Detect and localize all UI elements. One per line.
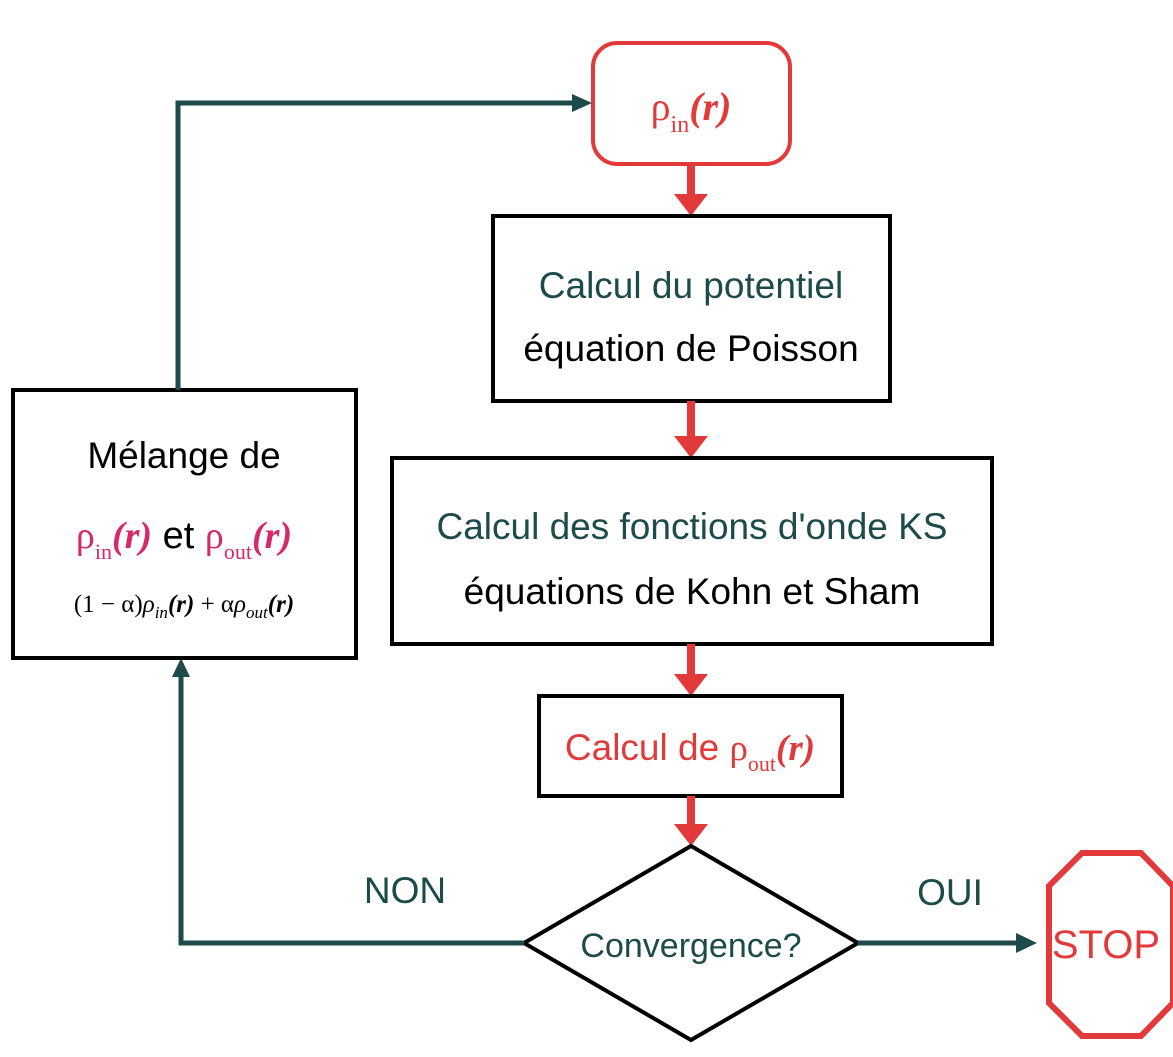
potential-step-line2: équation de Poisson <box>523 328 858 369</box>
potential-step-box <box>491 214 892 403</box>
feedback-path-line <box>175 100 574 390</box>
no-path-arrow-head <box>172 658 190 677</box>
mixing-step-densities: ρin(r) et ρout(r) <box>76 515 292 564</box>
start-node-label: ρin(r) <box>651 84 732 138</box>
mixing-step-title: Mélange de <box>87 435 280 476</box>
ks-step-line1: Calcul des fonctions d'onde KS <box>437 506 948 547</box>
stop-octagon <box>1046 850 1173 1039</box>
no-path-line <box>178 676 524 946</box>
feedback-path-arrow-head <box>572 94 592 112</box>
stop-label: STOP <box>1052 923 1160 967</box>
convergence-decision-diamond <box>520 843 862 1043</box>
mixing-step-formula: (1 − α)ρin(r) + αρout(r) <box>74 591 294 622</box>
arrow-head <box>674 824 708 846</box>
mixing-step-box <box>11 388 358 660</box>
arrow-head <box>674 436 708 458</box>
no-label: NON <box>364 870 446 911</box>
convergence-decision-label: Convergence? <box>580 927 801 965</box>
ks-step-line2: équations de Kohn et Sham <box>464 571 921 612</box>
density-step-label: Calcul de ρout(r) <box>565 727 815 776</box>
ks-step-box <box>390 456 994 646</box>
yes-label: OUI <box>917 872 983 913</box>
yes-path-arrow-head <box>1016 933 1037 953</box>
arrow-head <box>674 194 708 216</box>
potential-step-line1: Calcul du potentiel <box>539 265 843 306</box>
arrow-head <box>674 674 708 696</box>
